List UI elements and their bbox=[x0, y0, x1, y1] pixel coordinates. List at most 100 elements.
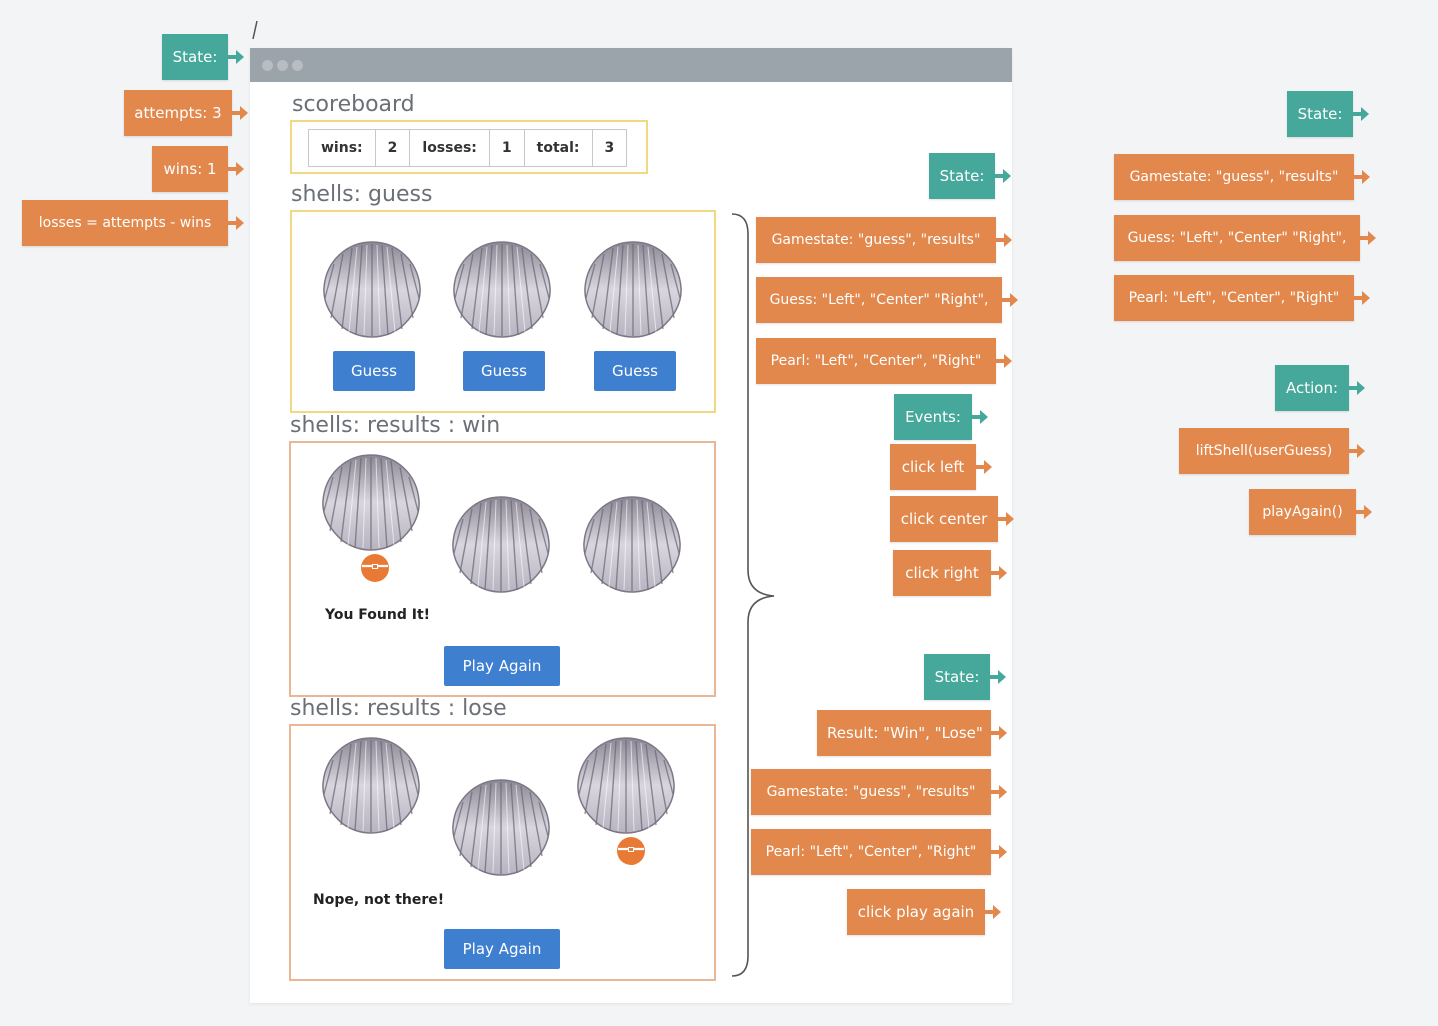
arrow-right-icon bbox=[232, 106, 249, 120]
arrow-right-icon bbox=[1349, 381, 1366, 395]
play-again-button[interactable]: Play Again bbox=[444, 646, 560, 686]
results-state-header: State: bbox=[924, 654, 1006, 700]
arrow-right-icon bbox=[995, 169, 1012, 183]
guess-section-label: shells: guess bbox=[291, 182, 433, 207]
right-state-header-label: State: bbox=[1297, 105, 1343, 123]
results-gamestate-label: Gamestate: "guess", "results" bbox=[766, 784, 976, 800]
middle-state-header: State: bbox=[929, 153, 1011, 199]
arrow-right-icon bbox=[976, 460, 993, 474]
results-pearl-tag: Pearl: "Left", "Center", "Right" bbox=[751, 829, 1007, 875]
arrow-right-icon bbox=[991, 845, 1008, 859]
arrow-right-icon bbox=[1360, 231, 1377, 245]
action-header: Action: bbox=[1275, 365, 1365, 411]
arrow-right-icon bbox=[991, 785, 1008, 799]
losses-formula-label: losses = attempts - wins bbox=[38, 215, 212, 231]
lose-message: Nope, not there! bbox=[313, 892, 445, 908]
shell-center[interactable] bbox=[448, 238, 556, 338]
events-header-label: Events: bbox=[905, 408, 961, 426]
guess-left-button[interactable]: Guess bbox=[333, 351, 415, 391]
right-pearl-tag: Pearl: "Left", "Center", "Right" bbox=[1114, 275, 1370, 321]
shell-lifted-right bbox=[572, 734, 680, 834]
arrow-right-icon bbox=[1349, 444, 1366, 458]
right-guess-label: Guess: "Left", "Center" "Right", bbox=[1127, 230, 1347, 246]
arrow-right-icon bbox=[1002, 293, 1019, 307]
event-click-center-label: click center bbox=[900, 510, 988, 528]
arrow-right-icon bbox=[996, 354, 1013, 368]
arrow-right-icon bbox=[998, 512, 1015, 526]
middle-guess-label: Guess: "Left", "Center" "Right", bbox=[769, 292, 989, 308]
lose-panel: Nope, not there! Play Again bbox=[289, 724, 716, 981]
app-window: scoreboard wins: 2 losses: 1 total: 3 sh… bbox=[250, 48, 1012, 1003]
arrow-right-icon bbox=[996, 233, 1013, 247]
right-gamestate-tag: Gamestate: "guess", "results" bbox=[1114, 154, 1370, 200]
lose-section-label: shells: results : lose bbox=[290, 696, 507, 721]
event-click-center: click center bbox=[890, 496, 1014, 542]
shell-lifted-left bbox=[317, 451, 425, 551]
window-dot bbox=[262, 60, 273, 71]
middle-pearl-tag: Pearl: "Left", "Center", "Right" bbox=[756, 338, 1012, 384]
arrow-right-icon bbox=[1353, 107, 1370, 121]
arrow-right-icon bbox=[228, 162, 245, 176]
action-play-again-label: playAgain() bbox=[1262, 504, 1343, 520]
shell-center bbox=[447, 493, 555, 593]
middle-state-header-label: State: bbox=[939, 167, 985, 185]
event-click-right: click right bbox=[893, 550, 1007, 596]
shell-right[interactable] bbox=[579, 238, 687, 338]
arrow-right-icon bbox=[991, 566, 1008, 580]
arrow-right-icon bbox=[985, 905, 1002, 919]
play-again-button[interactable]: Play Again bbox=[444, 929, 560, 969]
event-click-play-again: click play again bbox=[847, 889, 1001, 935]
shell-left[interactable] bbox=[318, 238, 426, 338]
action-lift-shell: liftShell(userGuess) bbox=[1179, 428, 1365, 474]
slash-mark bbox=[252, 20, 258, 40]
left-state-header: State: bbox=[162, 34, 244, 80]
action-header-label: Action: bbox=[1285, 379, 1339, 397]
arrow-right-icon bbox=[228, 216, 245, 230]
arrow-right-icon bbox=[972, 410, 989, 424]
losses-value: 1 bbox=[490, 130, 525, 166]
arrow-right-icon bbox=[1356, 505, 1373, 519]
arrow-right-icon bbox=[991, 726, 1008, 740]
event-click-right-label: click right bbox=[905, 564, 979, 582]
win-message: You Found It! bbox=[325, 607, 431, 623]
shell-center bbox=[447, 776, 555, 876]
result-tag: Result: "Win", "Lose" bbox=[817, 710, 1007, 756]
event-click-left-label: click left bbox=[901, 458, 965, 476]
scoreboard-label: scoreboard bbox=[292, 92, 415, 117]
left-state-wins: wins: 1 bbox=[152, 146, 244, 192]
middle-pearl-label: Pearl: "Left", "Center", "Right" bbox=[770, 353, 982, 369]
left-state-attempts: attempts: 3 bbox=[124, 90, 248, 136]
right-state-header: State: bbox=[1287, 91, 1369, 137]
pearl-icon bbox=[360, 553, 390, 583]
arrow-right-icon bbox=[1354, 291, 1371, 305]
arrow-right-icon bbox=[1354, 170, 1371, 184]
guess-center-button[interactable]: Guess bbox=[463, 351, 545, 391]
action-play-again: playAgain() bbox=[1249, 489, 1372, 535]
left-state-header-label: State: bbox=[172, 48, 218, 66]
window-dot bbox=[277, 60, 288, 71]
event-click-play-again-label: click play again bbox=[857, 903, 975, 921]
right-gamestate-label: Gamestate: "guess", "results" bbox=[1129, 169, 1339, 185]
results-pearl-label: Pearl: "Left", "Center", "Right" bbox=[765, 844, 977, 860]
win-section-label: shells: results : win bbox=[290, 413, 501, 438]
window-titlebar bbox=[250, 48, 1012, 82]
middle-gamestate-label: Gamestate: "guess", "results" bbox=[771, 232, 981, 248]
arrow-right-icon bbox=[228, 50, 245, 64]
events-header: Events: bbox=[894, 394, 988, 440]
middle-gamestate-tag: Gamestate: "guess", "results" bbox=[756, 217, 1012, 263]
left-state-losses: losses = attempts - wins bbox=[22, 200, 244, 246]
attempts-label: attempts: 3 bbox=[134, 104, 222, 122]
window-dot bbox=[292, 60, 303, 71]
results-gamestate-tag: Gamestate: "guess", "results" bbox=[751, 769, 1007, 815]
wins-label: wins: 1 bbox=[163, 160, 217, 178]
wins-value: 2 bbox=[376, 130, 411, 166]
scoreboard-table: wins: 2 losses: 1 total: 3 bbox=[308, 129, 628, 167]
right-pearl-label: Pearl: "Left", "Center", "Right" bbox=[1128, 290, 1340, 306]
scoreboard-box: wins: 2 losses: 1 total: 3 bbox=[290, 120, 648, 174]
event-click-left: click left bbox=[890, 444, 992, 490]
result-label: Result: "Win", "Lose" bbox=[827, 724, 983, 742]
win-panel: You Found It! Play Again bbox=[289, 441, 716, 697]
arrow-right-icon bbox=[990, 670, 1007, 684]
action-lift-shell-label: liftShell(userGuess) bbox=[1195, 443, 1333, 459]
guess-right-button[interactable]: Guess bbox=[594, 351, 676, 391]
